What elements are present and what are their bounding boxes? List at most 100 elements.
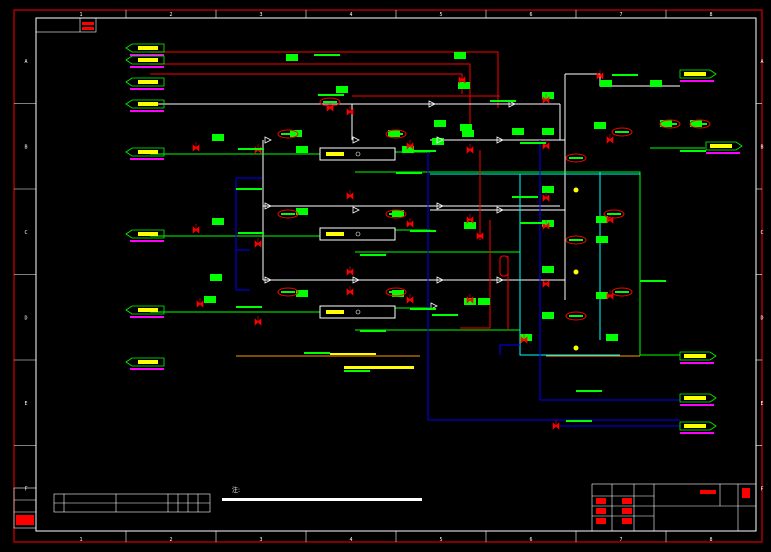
inlet-tag-bar xyxy=(138,58,158,62)
check-valve xyxy=(436,276,444,284)
line-number-label xyxy=(490,100,516,102)
line-number-label xyxy=(360,330,386,332)
line-outlet-arrow xyxy=(679,69,717,79)
line-inlet-arrow xyxy=(125,99,165,109)
check-valve xyxy=(496,206,504,214)
equipment-tag-bar xyxy=(389,133,403,135)
ruler-column-label: 6 xyxy=(529,12,532,18)
instrument-tag xyxy=(542,266,554,273)
inlet-tag-bar xyxy=(138,308,158,312)
instrument-tag xyxy=(594,122,606,129)
ruler-column-label: 7 xyxy=(619,12,622,18)
instrument-tag xyxy=(402,146,414,153)
check-valve xyxy=(496,136,504,144)
vessel-nozzle xyxy=(355,309,361,315)
instrument-tag xyxy=(204,296,216,303)
ruler-row-label: E xyxy=(24,401,27,407)
instrument-tag xyxy=(600,80,612,87)
check-valve xyxy=(436,202,444,210)
line-outlet-arrow xyxy=(679,393,717,403)
vessel-nozzle xyxy=(355,231,361,237)
line-number-label xyxy=(344,370,370,372)
ruler-column-label: 5 xyxy=(439,537,442,543)
ruler-row-label: D xyxy=(760,315,763,321)
check-valve xyxy=(352,276,360,284)
vessel-tag-bar xyxy=(326,310,344,314)
equipment-ellipse xyxy=(689,119,711,129)
equipment-tag-bar xyxy=(615,131,629,133)
line-number-label xyxy=(304,352,330,354)
equipment-vessel xyxy=(319,147,396,161)
check-valve xyxy=(430,302,438,310)
ruler-column-label: 1 xyxy=(79,12,82,18)
equipment-ellipse xyxy=(277,287,299,297)
instrument-tag xyxy=(286,54,298,61)
line-inlet-arrow xyxy=(125,357,165,367)
instrument-tag xyxy=(290,130,302,137)
check-valve xyxy=(264,276,272,284)
ruler-row-label: D xyxy=(24,315,27,321)
line-number-label xyxy=(318,94,344,96)
ruler-column-label: 4 xyxy=(349,537,352,543)
vertical-vessel xyxy=(499,255,509,277)
line-inlet-arrow xyxy=(125,55,165,65)
outlet-tag-bar xyxy=(684,424,706,428)
ruler-row-label: F xyxy=(24,486,27,492)
line-number-label xyxy=(238,232,264,234)
inlet-tag-bar xyxy=(138,150,158,154)
outlet-line-number xyxy=(680,404,714,406)
line-number-label xyxy=(512,196,538,198)
line-number-label xyxy=(360,254,386,256)
ruler-column-label: 1 xyxy=(79,537,82,543)
equipment-ellipse xyxy=(659,119,681,129)
ruler-row-label: F xyxy=(760,486,763,492)
outlet-tag-bar xyxy=(684,396,706,400)
instrument-tag xyxy=(392,290,404,297)
check-valve xyxy=(428,100,436,108)
equipment-vessel xyxy=(319,305,396,319)
instrument-tag xyxy=(212,218,224,225)
instrument-tag xyxy=(296,290,308,297)
equipment-tag-bar xyxy=(389,213,403,215)
instrument-tag xyxy=(512,128,524,135)
note-line-1 xyxy=(222,498,422,501)
notes-heading: 注: xyxy=(232,486,240,494)
equipment-ellipse xyxy=(385,129,407,139)
equipment-symbols xyxy=(125,43,743,434)
instrument-tag xyxy=(542,312,554,319)
title-block xyxy=(591,483,757,532)
equipment-ellipse xyxy=(277,129,299,139)
indicator-light xyxy=(573,187,579,193)
instrument-tag xyxy=(542,220,554,227)
check-valve xyxy=(496,276,504,284)
line-inlet-arrow xyxy=(125,147,165,157)
ruler-column-label: 8 xyxy=(709,12,712,18)
line-number-label xyxy=(520,222,546,224)
instrument-tag xyxy=(336,86,348,93)
instrument-tag xyxy=(434,120,446,127)
ruler-row-label: B xyxy=(24,144,27,150)
equipment-ellipse xyxy=(277,209,299,219)
inlet-tag-bar xyxy=(138,232,158,236)
equipment-tag-bar xyxy=(281,133,295,135)
outer-border xyxy=(13,9,763,543)
equipment-ellipse xyxy=(565,153,587,163)
instrument-tag xyxy=(296,146,308,153)
line-number-label xyxy=(410,150,436,152)
instrument-tag xyxy=(542,92,554,99)
equipment-tag-bar xyxy=(569,157,583,159)
instrument-tag xyxy=(462,130,474,137)
line-inlet-arrow xyxy=(125,77,165,87)
ruler-column-label: 3 xyxy=(259,537,262,543)
instrument-tag xyxy=(542,186,554,193)
line-number-label xyxy=(396,172,422,174)
equipment-ellipse xyxy=(603,209,625,219)
instrument-tag xyxy=(542,128,554,135)
instrument-tag xyxy=(596,236,608,243)
ruler-row-label: B xyxy=(760,144,763,150)
equipment-ellipse xyxy=(611,287,633,297)
vessel-tag-bar xyxy=(326,232,344,236)
equipment-ellipse xyxy=(565,311,587,321)
instrument-tag xyxy=(478,298,490,305)
ruler-column-label: 3 xyxy=(259,12,262,18)
